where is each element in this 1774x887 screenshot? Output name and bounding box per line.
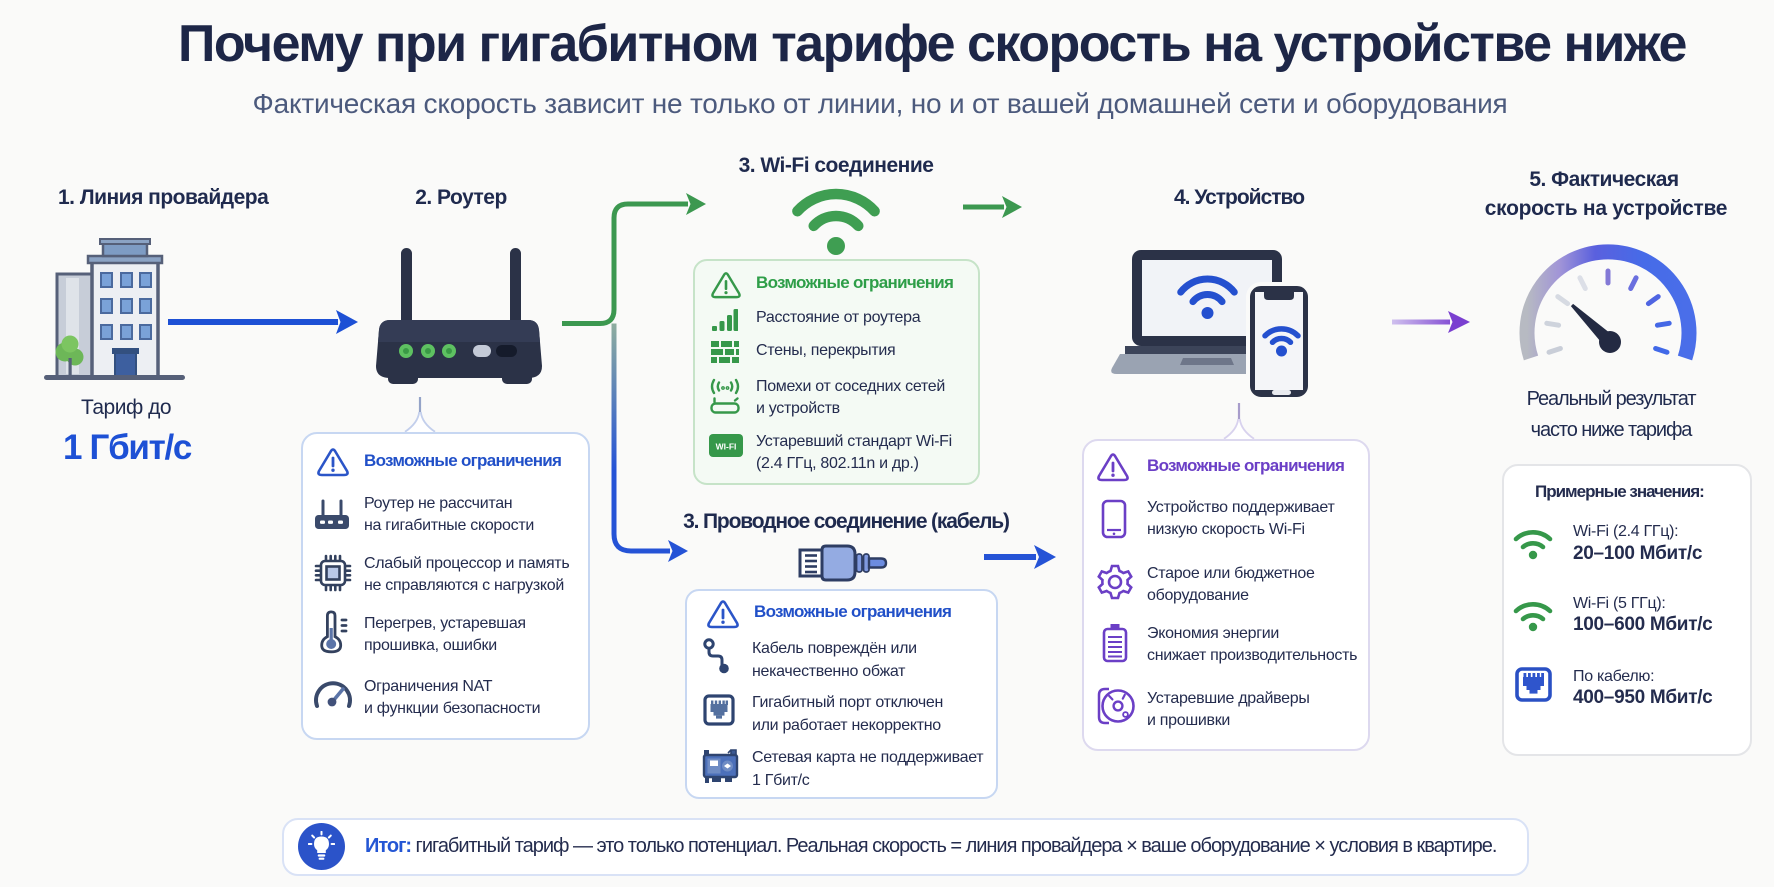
svg-text:WI-FI: WI-FI	[716, 442, 737, 452]
